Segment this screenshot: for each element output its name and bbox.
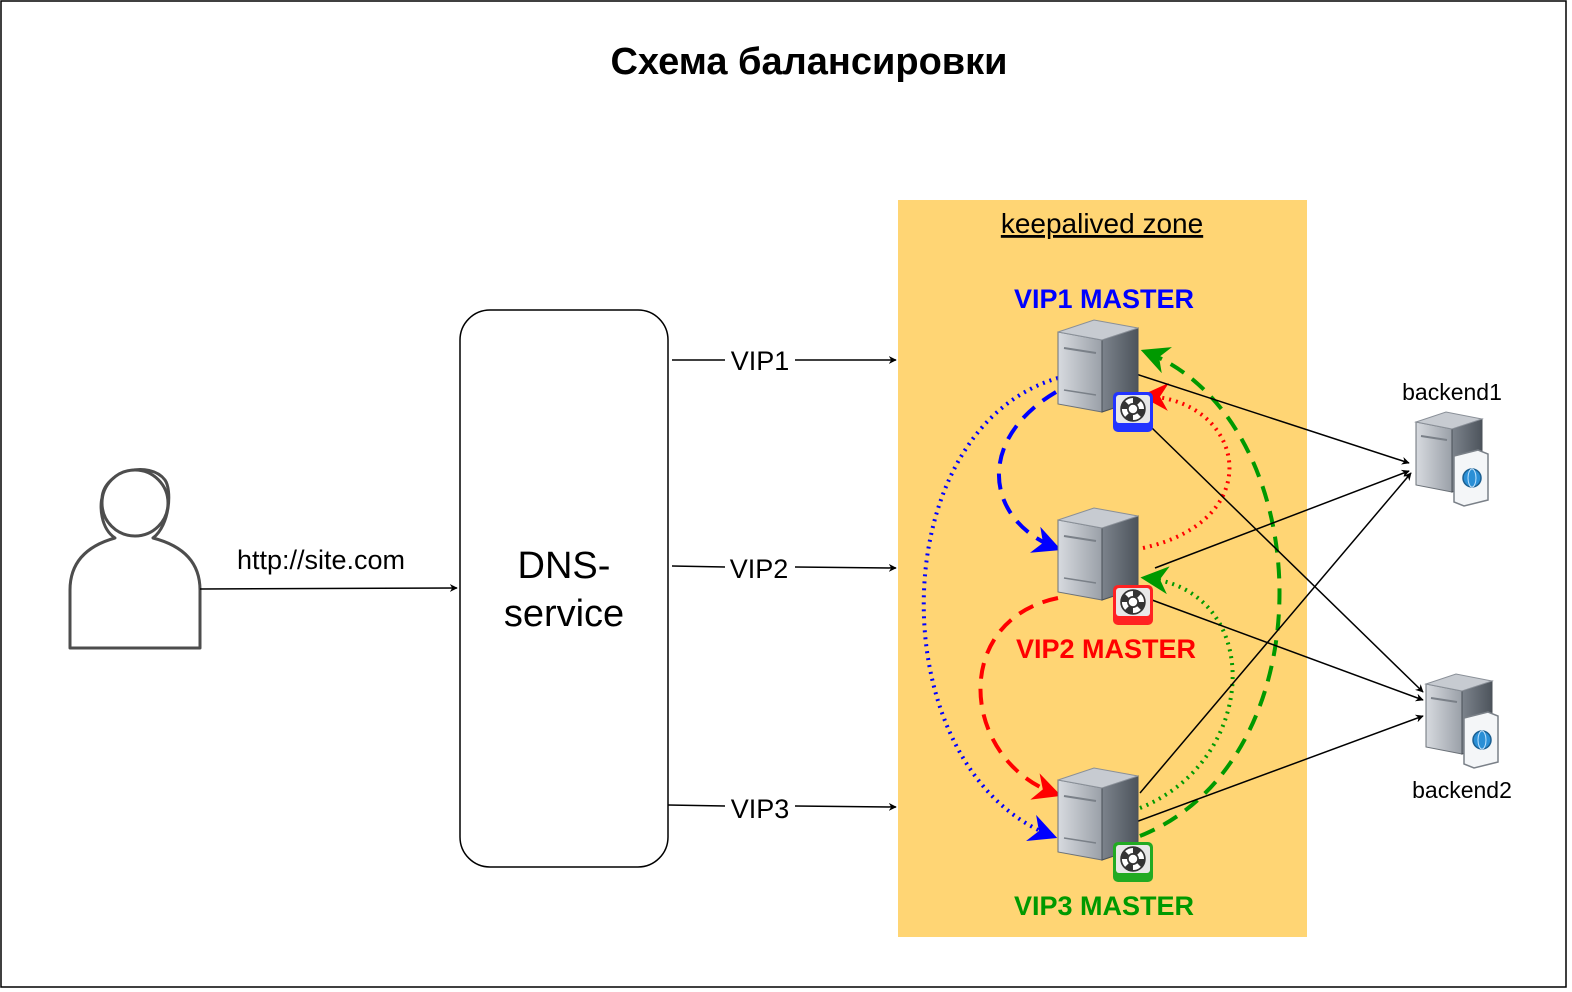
vip2-arrow — [671, 563, 897, 572]
vip3-arrow — [667, 802, 897, 811]
lifebuoy-icon — [1113, 392, 1153, 432]
lifebuoy-icon — [1113, 842, 1153, 882]
vip2-failover-to-vip3-path — [978, 596, 1062, 800]
backend-connections — [1132, 373, 1424, 824]
vip3-master-label: VIP3 MASTER — [1014, 891, 1194, 921]
backend2-label: backend2 — [1412, 777, 1512, 803]
keepalived-zone-label: keepalived zone — [1001, 208, 1203, 239]
dns-label-line1: DNS- — [518, 545, 611, 587]
backend1-label: backend1 — [1402, 379, 1502, 405]
vip2-master-label: VIP2 MASTER — [1016, 634, 1196, 664]
balancer-3 — [1057, 767, 1153, 882]
client-to-dns-arrow — [199, 584, 458, 593]
diagram-title: Схема балансировки — [610, 41, 1007, 83]
vip1-label: VIP1 — [731, 346, 790, 376]
vip3-failover-to-vip1-path — [1139, 347, 1282, 838]
dns-service-box — [459, 309, 669, 868]
balancer-2 — [1057, 507, 1153, 625]
lifebuoy-icon — [1113, 585, 1153, 625]
vip3-failover-to-vip2-path — [1139, 566, 1235, 810]
vip1-master-label: VIP1 MASTER — [1014, 284, 1194, 314]
vip3-label: VIP3 — [731, 794, 790, 824]
dns-label-line2: service — [504, 593, 624, 635]
client-request-label: http://site.com — [237, 545, 405, 575]
vip1-failover-to-vip2-path — [997, 390, 1062, 553]
user-icon — [68, 468, 202, 650]
vip2-label: VIP2 — [730, 554, 789, 584]
balancer-1 — [1057, 319, 1153, 432]
